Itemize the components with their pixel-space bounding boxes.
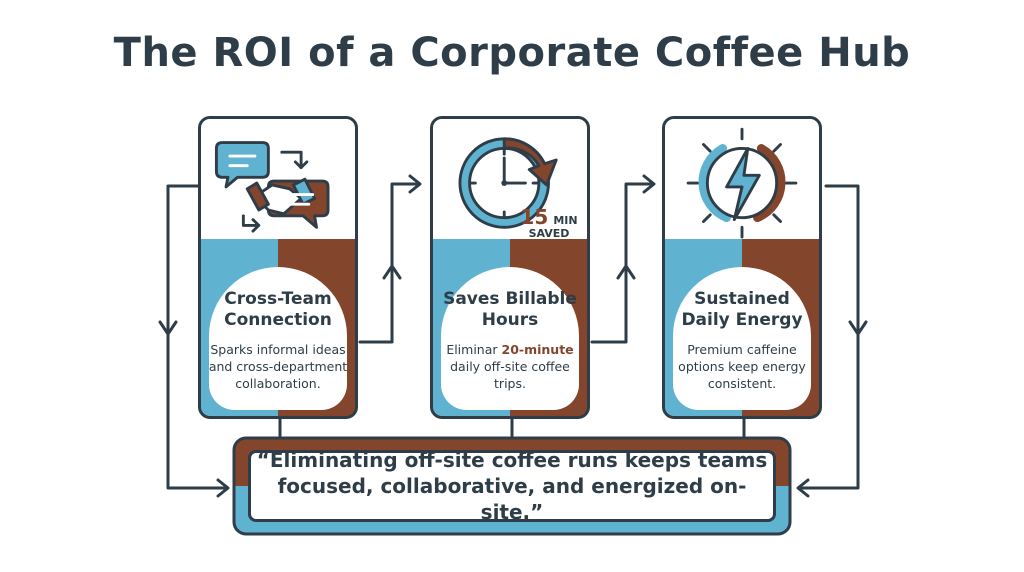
card-title: Saves Billable Hours	[443, 289, 577, 330]
card-description: Sparks informal ideas and cross-departme…	[208, 342, 348, 391]
handshake-chat-icon	[214, 141, 330, 233]
quote-text: “Eliminating off-site coffee runs keeps …	[256, 448, 768, 524]
arrow-head-up-1	[382, 264, 402, 280]
lightning-energy-icon	[686, 127, 798, 239]
arrow-head-up-2	[616, 264, 636, 280]
clock-icon	[458, 137, 558, 229]
card-title: Cross-Team Connection	[224, 289, 332, 330]
card-description: Premium caffeine options keep energy con…	[678, 342, 806, 391]
badge-unit: MIN	[553, 214, 578, 227]
card-title: Sustained Daily Energy	[681, 289, 803, 330]
arrow-head-down-right	[848, 320, 868, 336]
card-cross-team: Cross-Team Connection Sparks informal id…	[198, 116, 358, 419]
left-loop-line	[166, 184, 228, 490]
badge-number: 15	[520, 205, 549, 229]
arrow-head-into-quote-right	[796, 478, 810, 498]
arrow-head-into-quote-left	[216, 478, 230, 498]
connector-1-2	[358, 182, 420, 344]
description-prefix: Eliminar	[446, 342, 498, 357]
description-suffix: daily off-site coffee trips.	[450, 359, 570, 391]
arrow-head-right-1	[408, 174, 422, 194]
badge-label: SAVED	[528, 227, 570, 240]
card-billable-hours: 15 MIN SAVED Saves Billable Hours Elimin…	[430, 116, 590, 419]
arrow-head-down-left	[158, 320, 178, 336]
right-loop-line	[798, 184, 860, 490]
quote-box: “Eliminating off-site coffee runs keeps …	[248, 448, 776, 524]
arrow-head-right-2	[642, 174, 656, 194]
description-highlight: 20-minute	[501, 342, 574, 357]
card-description: Eliminar 20-minute daily off-site coffee…	[439, 341, 581, 392]
page-title: The ROI of a Corporate Coffee Hub	[113, 30, 911, 76]
card-daily-energy: Sustained Daily Energy Premium caffeine …	[662, 116, 822, 419]
connector-2-3	[590, 182, 654, 344]
